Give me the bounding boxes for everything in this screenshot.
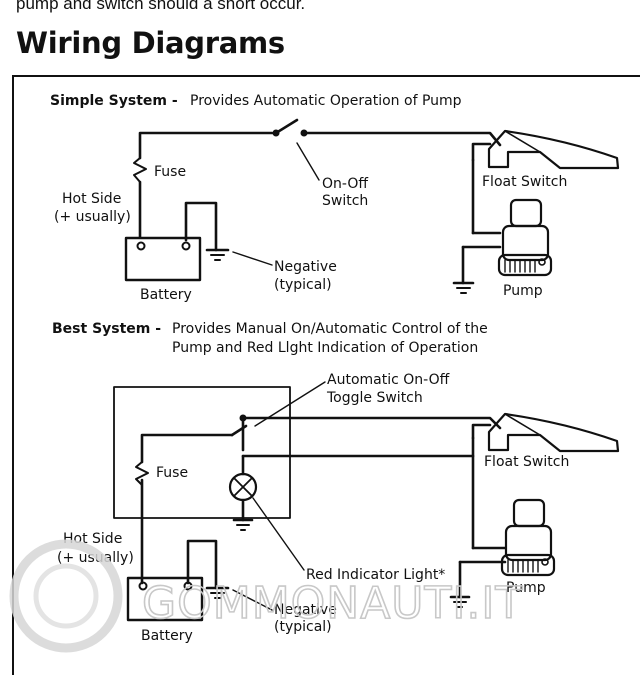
- simple-system-desc: Provides Automatic Operation of Pump: [190, 93, 462, 109]
- simple-system-title: Simple System -: [50, 93, 178, 109]
- float-switch-label-simple: Float Switch: [482, 174, 567, 190]
- hot-side-sub-label-simple: (+ usually): [54, 209, 131, 225]
- pump-best: [500, 498, 556, 577]
- negative-label-best: Negative: [274, 602, 337, 618]
- fuse-label-best: Fuse: [156, 465, 188, 481]
- control-panel-box: [113, 386, 291, 519]
- battery-best: [126, 576, 204, 622]
- toggle-label-1: Automatic On-Off: [327, 372, 450, 388]
- fuse-label-simple: Fuse: [154, 164, 186, 180]
- float-switch-label-best: Float Switch: [484, 454, 569, 470]
- best-system-desc-2: Pump and Red Llght Indication of Operati…: [172, 340, 478, 356]
- negative-label-simple: Negative: [274, 259, 337, 275]
- watermark-logo: [9, 539, 123, 653]
- pump-simple: [497, 198, 553, 277]
- best-system-desc-1: Provides Manual On/Automatic Control of …: [172, 321, 488, 337]
- float-switch-simple: [487, 129, 620, 170]
- hot-side-label-simple: Hot Side: [62, 191, 121, 207]
- toggle-label-2: Toggle Switch: [326, 390, 423, 406]
- wiring-diagram: Simple System - Provides Automatic Opera…: [9, 93, 620, 653]
- diagram-frame: [12, 75, 640, 675]
- watermark-text: GOMMONAUTI.IT: [142, 578, 523, 629]
- pump-label-simple: Pump: [503, 283, 543, 299]
- battery-label-simple: Battery: [140, 287, 192, 303]
- best-system-title: Best System -: [52, 321, 161, 337]
- best-wires: [135, 414, 507, 608]
- onoff-label: On-Off: [322, 176, 368, 192]
- typical-label-simple: (typical): [274, 277, 332, 293]
- page-title: Wiring Diagrams: [16, 26, 285, 60]
- battery-label-best: Battery: [141, 628, 193, 644]
- float-switch-best: [487, 412, 620, 453]
- pump-label-best: Pump: [506, 580, 546, 596]
- indicator-light-label: Red Indicator Light*: [306, 567, 445, 583]
- battery-simple: [124, 236, 202, 282]
- intro-text: pump and switch should a short occur.: [16, 0, 306, 13]
- switch-label: Switch: [322, 193, 368, 209]
- typical-label-best: (typical): [274, 619, 332, 635]
